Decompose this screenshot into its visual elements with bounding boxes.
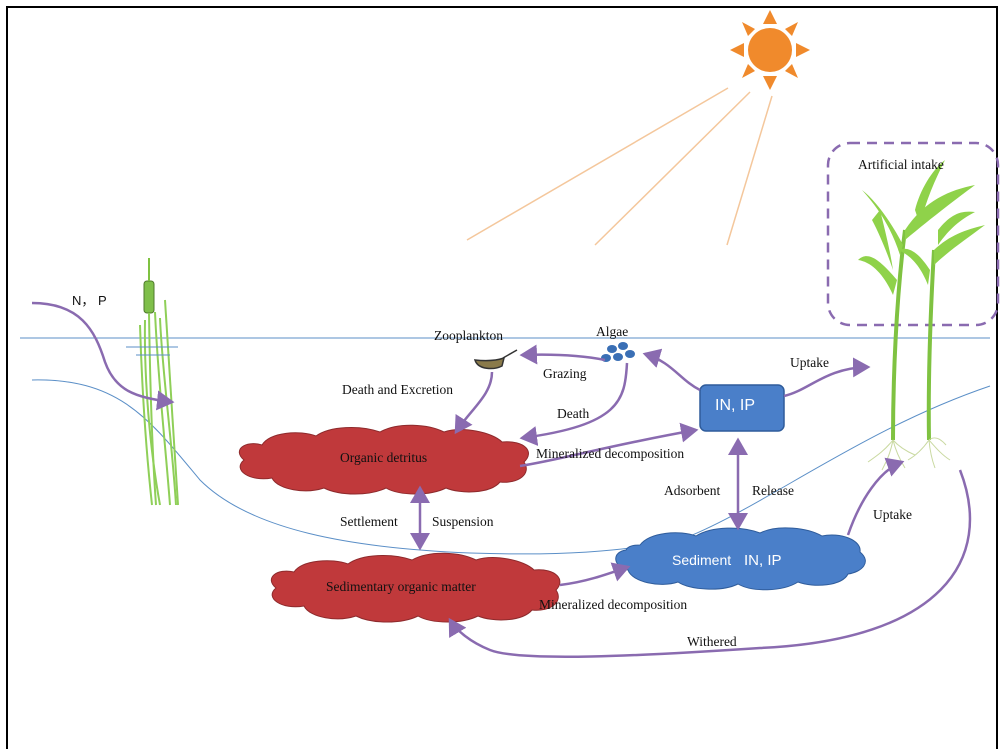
arrow-grazing bbox=[519, 344, 606, 365]
arrow-mineralized-top bbox=[519, 422, 699, 468]
figure-frame bbox=[6, 6, 998, 749]
organic-detritus-cloud bbox=[238, 424, 529, 495]
lake-bed-line bbox=[31, 379, 991, 555]
artificial-intake-box bbox=[826, 141, 1000, 327]
sun-icon bbox=[730, 10, 810, 90]
uptake-top-label: Uptake bbox=[790, 355, 829, 370]
arrow-algae-death bbox=[519, 362, 629, 446]
adsorbent-label: Adsorbent bbox=[664, 483, 721, 498]
death-label: Death bbox=[557, 406, 590, 421]
sedimentary-organic-matter-label: Sedimentary organic matter bbox=[326, 579, 476, 594]
n-p-input-label: N， P bbox=[72, 293, 107, 308]
aquatic-plant-icon bbox=[858, 160, 985, 471]
arrow-n-p-inflow bbox=[31, 301, 175, 411]
in-ip-box bbox=[699, 384, 785, 432]
sun-rays bbox=[466, 87, 773, 246]
arrow-uptake-top bbox=[783, 357, 871, 398]
zooplankton-icon bbox=[473, 349, 518, 370]
death-and-excretion-label: Death and Excretion bbox=[342, 382, 453, 397]
withered-label: Withered bbox=[687, 634, 737, 649]
uptake-right-label: Uptake bbox=[873, 507, 912, 522]
arrow-uptake-right bbox=[846, 457, 905, 536]
arrow-withered bbox=[448, 469, 972, 659]
release-label: Release bbox=[752, 483, 794, 498]
mineralized-decomposition-top-label: Mineralized decomposition bbox=[536, 446, 685, 461]
mineralized-decomposition-bottom-label: Mineralized decomposition bbox=[539, 597, 688, 612]
algae-icon bbox=[601, 342, 635, 362]
zooplankton-label: Zooplankton bbox=[434, 328, 503, 343]
organic-detritus-label: Organic detritus bbox=[340, 450, 428, 465]
sediment-cloud bbox=[615, 527, 866, 591]
settlement-label: Settlement bbox=[340, 514, 398, 529]
grazing-label: Grazing bbox=[543, 366, 587, 381]
sedimentary-organic-matter-cloud bbox=[270, 552, 561, 623]
sediment-label: Sediment bbox=[672, 552, 732, 568]
in-ip-box-label: IN, IP bbox=[715, 397, 756, 414]
artificial-intake-label: Artificial intake bbox=[858, 157, 944, 172]
arrow-in-ip-to-algae bbox=[642, 348, 701, 392]
suspension-label: Suspension bbox=[432, 514, 494, 529]
sediment-in-ip-label: IN, IP bbox=[744, 552, 782, 569]
arrow-death-excretion bbox=[454, 371, 494, 435]
algae-label: Algae bbox=[596, 324, 629, 339]
arrow-mineralized-bottom bbox=[559, 562, 631, 587]
reed-plant-icon bbox=[126, 258, 179, 506]
